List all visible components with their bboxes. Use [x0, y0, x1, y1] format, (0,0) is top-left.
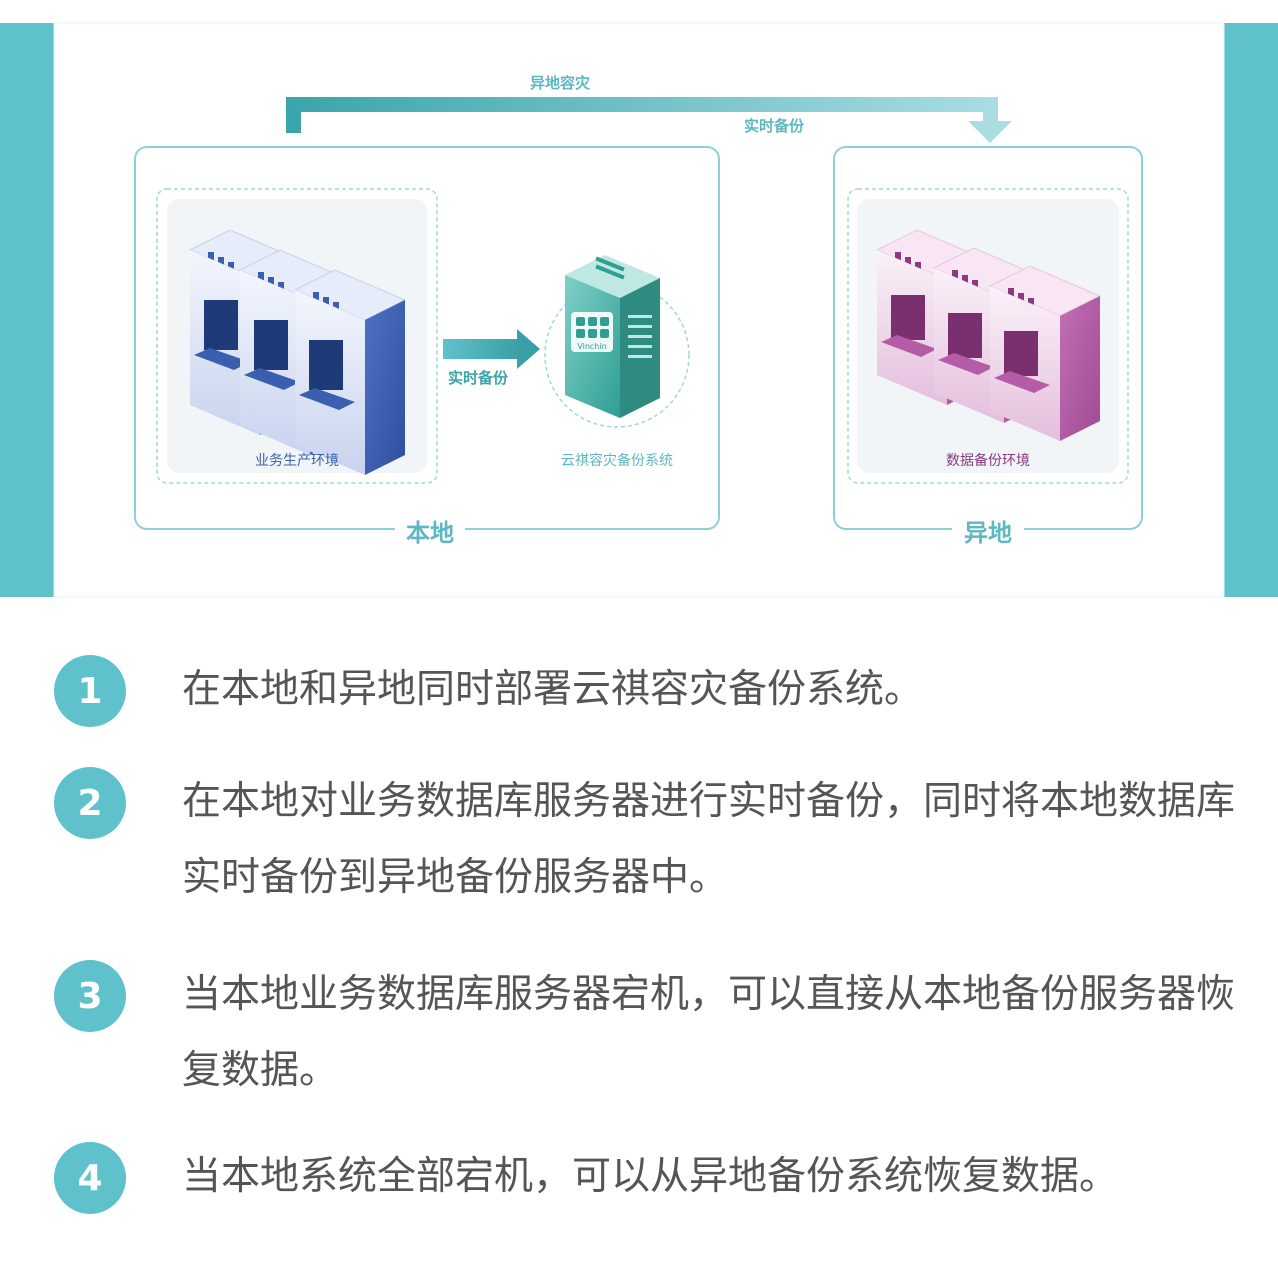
backup-system-label: 云祺容灾备份系统: [561, 452, 673, 469]
production-env-box: [156, 188, 438, 484]
right-accent-bar: [1224, 23, 1278, 597]
vinchin-logo-text: Vinchin: [577, 342, 606, 351]
step-number-badge: 1: [54, 655, 126, 727]
step-number-badge: 4: [54, 1142, 126, 1214]
backup-system-tower: [565, 255, 660, 418]
step-text: 当本地系统全部宕机，可以从异地备份系统恢复数据。: [182, 1154, 1119, 1199]
backup-architecture-diagram: 异地容灾 实时备份 本地 业务生产环境 实时备份 Vinchi: [53, 22, 1225, 598]
remote-group-label: 异地: [964, 519, 1012, 547]
step-number-badge: 2: [54, 767, 126, 839]
step-text: 在本地和异地同时部署云祺容灾备份系统。: [182, 667, 924, 712]
local-group-label: 本地: [406, 519, 454, 547]
mid-arrow-label: 实时备份: [448, 369, 509, 387]
step-text: 在本地对业务数据库服务器进行实时备份，同时将本地数据库实时备份到异地备份服务器中…: [182, 779, 1236, 900]
step-number-badge: 3: [54, 960, 126, 1032]
top-arrow-sublabel: 实时备份: [744, 117, 805, 135]
left-accent-bar: [0, 23, 54, 597]
remote-disaster-recovery-arrow: [286, 97, 1012, 143]
production-env-label: 业务生产环境: [255, 453, 339, 469]
step-text: 当本地业务数据库服务器宕机，可以直接从本地备份服务器恢复数据。: [182, 972, 1236, 1093]
data-backup-env-box: [847, 188, 1129, 484]
top-arrow-label: 异地容灾: [530, 74, 591, 92]
realtime-backup-arrow: [443, 329, 540, 369]
data-backup-env-label: 数据备份环境: [946, 452, 1030, 469]
